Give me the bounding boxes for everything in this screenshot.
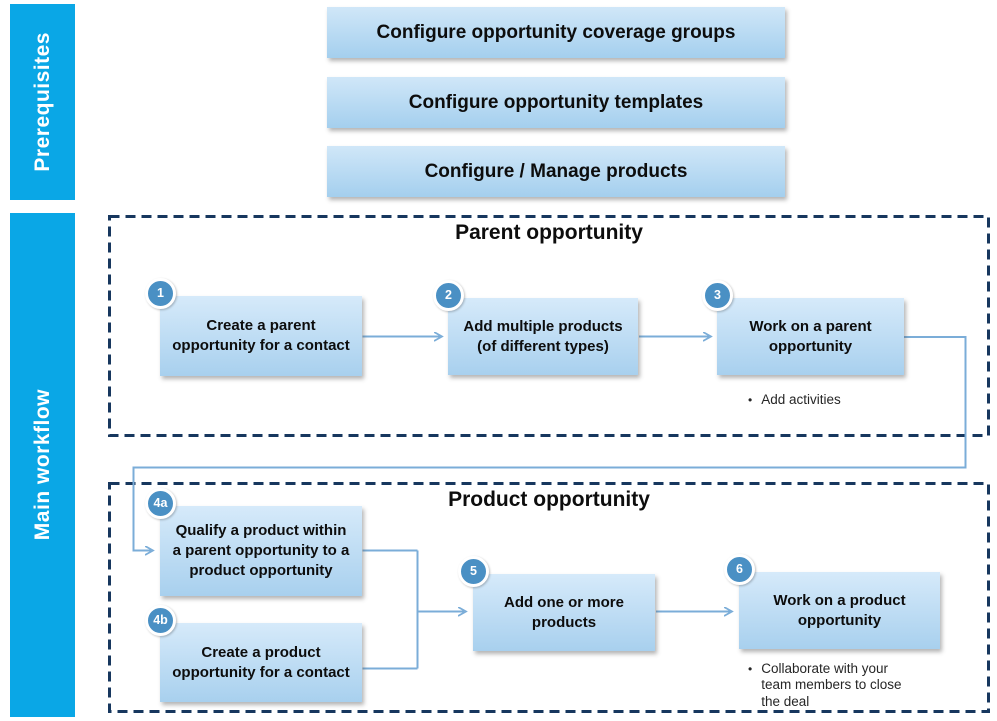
step-box-4b: 4b Create a product opportunity for a co… [145,605,362,702]
step-number: 1 [157,286,164,301]
step6-note: • Collaborate with your team members to … [748,661,918,710]
prerequisites-rail: Prerequisites [10,4,75,200]
step-box-1: 1 Create a parent opportunity for a cont… [145,278,362,376]
step-number-badge: 4b [145,605,176,636]
bullet-icon: • [748,662,753,676]
note-text: Collaborate with your team members to cl… [761,661,902,709]
parent-section-title: Parent opportunity [455,221,643,244]
step-number-badge: 2 [433,280,464,311]
main-workflow-rail-label: Main workflow [30,389,54,541]
step-label: Add one or more products [503,593,624,631]
parent-section-frame [108,215,990,437]
prerequisite-label: Configure opportunity coverage groups [376,21,736,43]
step-number-badge: 5 [458,556,489,587]
step-label: Work on a product opportunity [773,591,906,629]
step-box-3: 3 Work on a parent opportunity [702,280,904,375]
step-label: Qualify a product within a parent opport… [172,522,350,579]
step-number: 3 [714,288,721,303]
step3-note: • Add activities [748,392,958,408]
step-number: 4a [153,496,168,511]
step-label: Work on a parent opportunity [749,317,872,355]
step-box-5: 5 Add one or more products [458,556,655,651]
step-box-6: 6 Work on a product opportunity [724,554,940,649]
note-text: Add activities [761,392,841,407]
product-section-frame [108,482,990,713]
step-label: Add multiple products (of different type… [463,317,623,355]
step-box-4a: 4a Qualify a product within a parent opp… [145,488,362,596]
prerequisite-label: Configure / Manage products [424,160,688,182]
step-number: 6 [736,562,743,577]
step-number: 2 [445,288,452,303]
prerequisites-rail-label: Prerequisites [30,32,54,172]
step-number: 4b [153,613,168,628]
step-box-2: 2 Add multiple products (of different ty… [433,280,638,375]
bullet-icon: • [748,393,753,407]
arrow-step3-to-step4a [132,336,967,551]
product-section-title: Product opportunity [448,488,650,511]
main-workflow-rail: Main workflow [10,213,75,717]
step-number: 5 [470,564,477,579]
step-number-badge: 1 [145,278,176,309]
step-number-badge: 6 [724,554,755,585]
prerequisite-box-coverage-groups: Configure opportunity coverage groups [327,7,785,58]
step-label: Create a parent opportunity for a contac… [172,317,350,354]
step-label: Create a product opportunity for a conta… [172,643,350,681]
prerequisite-box-products: Configure / Manage products [327,146,785,197]
step-number-badge: 3 [702,280,733,311]
prerequisite-box-templates: Configure opportunity templates [327,77,785,128]
prerequisite-label: Configure opportunity templates [408,91,704,113]
step-number-badge: 4a [145,488,176,519]
